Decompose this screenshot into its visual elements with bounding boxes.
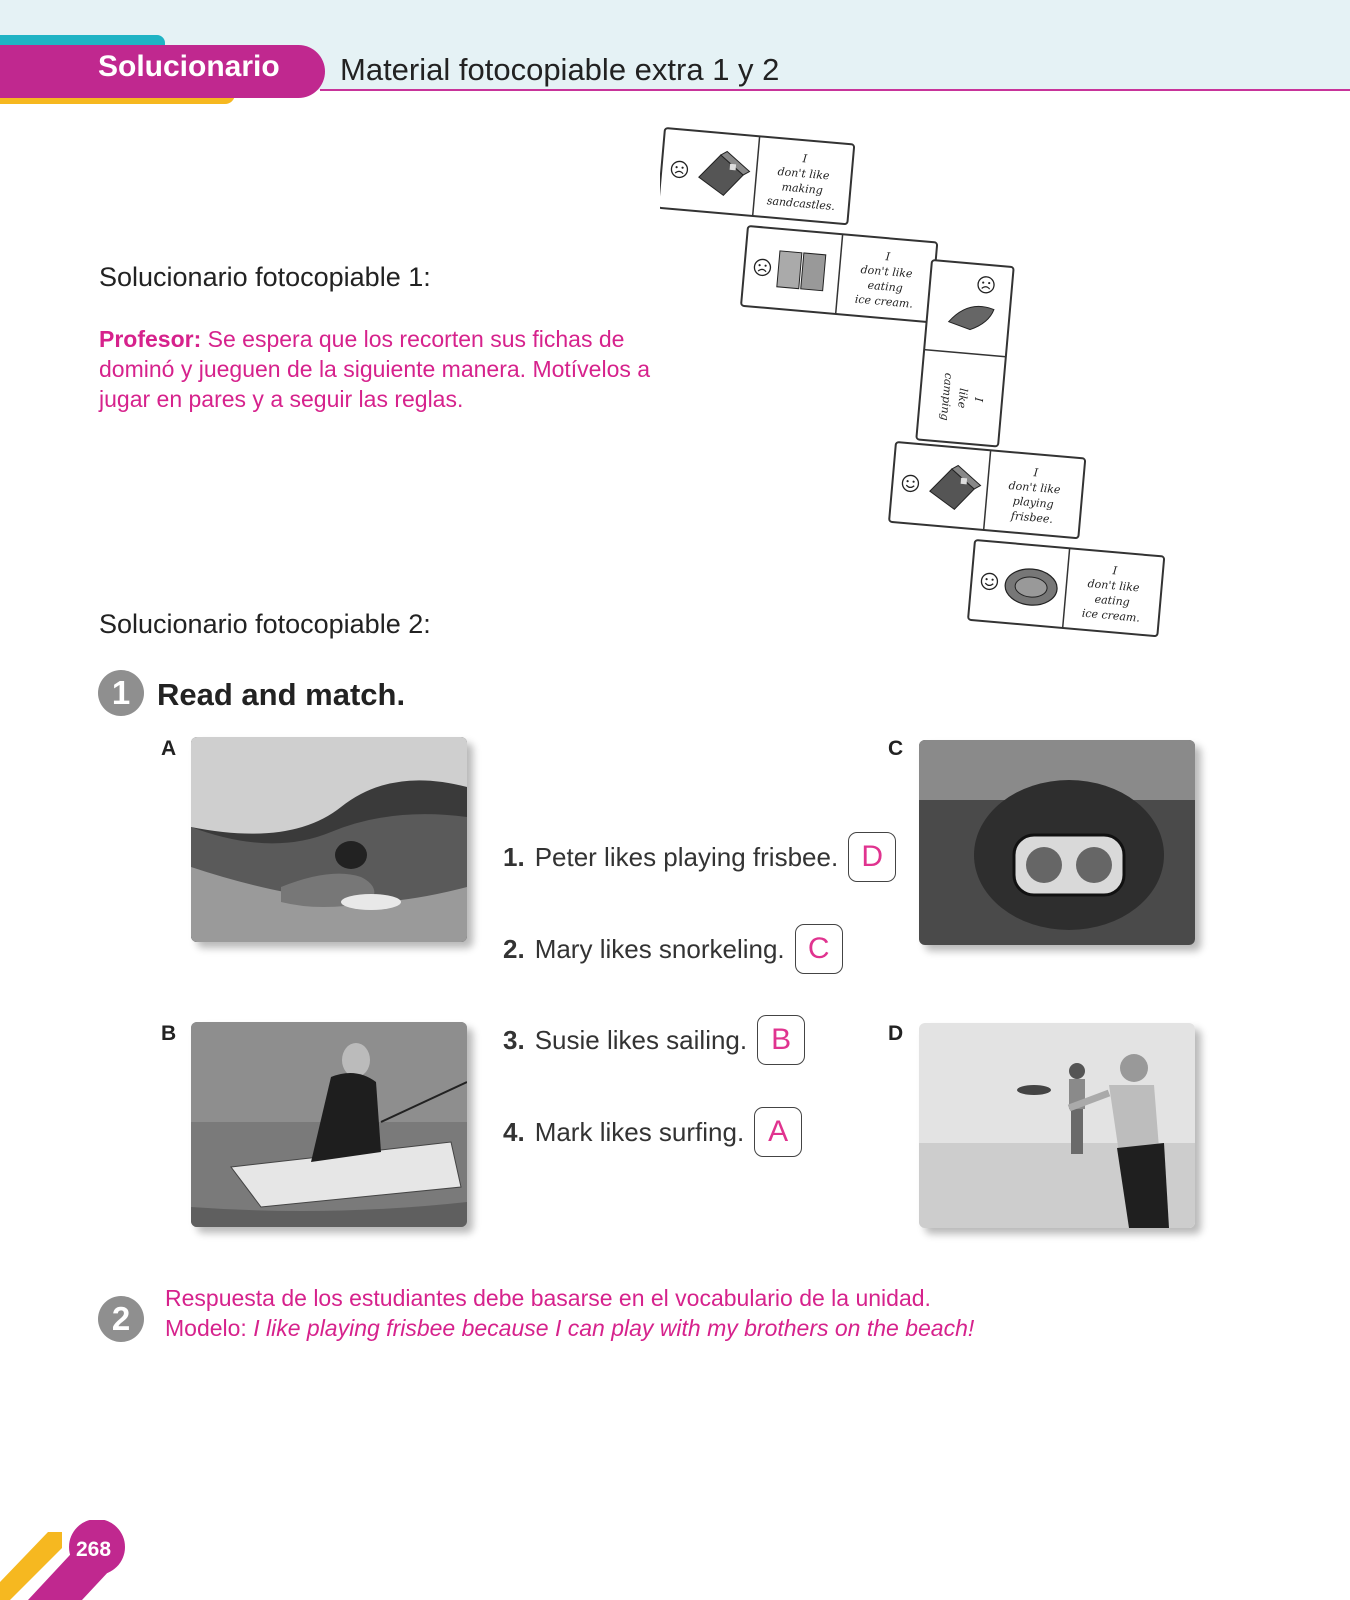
surfing-image-icon [191, 737, 467, 942]
exercise-2-model: Modelo: I like playing frisbee because I… [165, 1313, 985, 1343]
page-corner-decoration [0, 1520, 125, 1600]
sentence-2-number: 2. [503, 933, 525, 964]
teacher-note: Profesor: Se espera que los recorten sus… [99, 324, 659, 414]
happy-face-icon [901, 474, 920, 493]
photo-a-letter: A [161, 737, 177, 760]
domino-1-text-3: making [781, 180, 823, 197]
teacher-text: Se espera que los recorten sus fichas de… [99, 326, 651, 412]
answer-box-4: A [754, 1107, 803, 1157]
sentence-1: 1. Peter likes playing frisbee. D [503, 832, 897, 882]
sentence-4-number: 4. [503, 1116, 525, 1147]
sentence-1-text: Peter likes playing frisbee. [534, 841, 839, 872]
domino-5-text-4: ice cream. [1081, 607, 1140, 625]
section-tab [0, 45, 325, 98]
teacher-label: Profesor: [99, 326, 202, 352]
frisbee-icon [1004, 568, 1058, 606]
domino-chain-figure: I don't like making sandcastles. I don't… [660, 127, 1166, 638]
section-tab-label: Solucionario [98, 50, 280, 83]
photo-b-sailing [191, 1022, 467, 1227]
domino-4-text-4: frisbee. [1009, 509, 1053, 526]
domino-5-text-2: don't like [1087, 577, 1140, 595]
domino-1-text-4: sandcastles. [766, 194, 835, 213]
domino-2: I don't like eating ice cream. [740, 225, 939, 324]
domino-3: I like camping [915, 259, 1015, 448]
sentence-2: 2. Mary likes snorkeling. C [503, 924, 843, 974]
domino-1-text-1: I [801, 152, 808, 165]
sentence-2-text: Mary likes snorkeling. [534, 933, 785, 964]
page-number: 268 [76, 1538, 112, 1561]
domino-4-text-2: don't like [1008, 479, 1061, 497]
header-rule [320, 89, 1350, 91]
photo-b-letter: B [161, 1022, 177, 1045]
sentence-1-number: 1. [503, 841, 525, 872]
sad-face-icon [753, 258, 772, 277]
photo-d-letter: D [888, 1022, 904, 1045]
domino-5-text-3: eating [1094, 593, 1130, 609]
exercise-2-model-text: I like playing frisbee because I can pla… [253, 1315, 975, 1341]
snorkeling-image-icon [919, 740, 1195, 945]
domino-5-text-1: I [1111, 564, 1118, 577]
sad-face-icon [976, 275, 996, 295]
exercise-2-number: 2 [98, 1296, 144, 1342]
exercise-2-line1: Respuesta de los estudiantes debe basars… [165, 1285, 931, 1311]
sentence-3: 3. Susie likes sailing. B [503, 1015, 806, 1065]
sad-face-icon [670, 160, 689, 179]
domino-1-text-2: don't like [777, 165, 830, 183]
exercise-2-answer: Respuesta de los estudiantes debe basars… [165, 1283, 985, 1343]
happy-face-icon [980, 572, 999, 591]
domino-2-text-3: eating [867, 279, 903, 295]
photo-d-frisbee [919, 1023, 1195, 1228]
sailing-image-icon [191, 1022, 467, 1227]
section1-heading: Solucionario fotocopiable 1: [99, 262, 431, 292]
sentence-3-number: 3. [503, 1024, 525, 1055]
domino-2-text-4: ice cream. [854, 293, 913, 311]
domino-1: I don't like making sandcastles. [660, 127, 856, 226]
answer-box-1: D [848, 832, 897, 882]
frisbee-image-icon [919, 1023, 1195, 1228]
sentence-4: 4. Mark likes surfing. A [503, 1107, 803, 1157]
domino-2-text-1: I [884, 250, 891, 263]
shorts-icon [776, 250, 827, 292]
ice-cream-icon [947, 305, 995, 331]
answer-box-2: C [794, 924, 843, 974]
exercise-2-model-label: Modelo: [165, 1315, 254, 1341]
exercise-1-title: Read and match. [157, 677, 406, 712]
section2-heading: Solucionario fotocopiable 2: [99, 609, 431, 639]
domino-4-text-3: playing [1012, 494, 1054, 511]
answer-box-3: B [757, 1015, 806, 1065]
domino-3-text-1: I [972, 396, 985, 403]
page-title: Material fotocopiable extra 1 y 2 [340, 52, 780, 87]
sentence-4-text: Mark likes surfing. [534, 1116, 745, 1147]
domino-4: I don't like playing frisbee. [888, 441, 1087, 540]
photo-c-snorkeling [919, 740, 1195, 945]
domino-2-text-2: don't like [860, 263, 913, 281]
photo-c-letter: C [888, 737, 904, 760]
sentence-3-text: Susie likes sailing. [534, 1024, 748, 1055]
domino-5: I don't like eating ice cream. [967, 539, 1166, 638]
exercise-1-number: 1 [98, 670, 144, 716]
domino-3-text-2: like [955, 388, 970, 410]
photo-a-surfing [191, 737, 467, 942]
domino-3-text-3: camping [938, 372, 955, 421]
domino-4-text-1: I [1032, 466, 1039, 479]
